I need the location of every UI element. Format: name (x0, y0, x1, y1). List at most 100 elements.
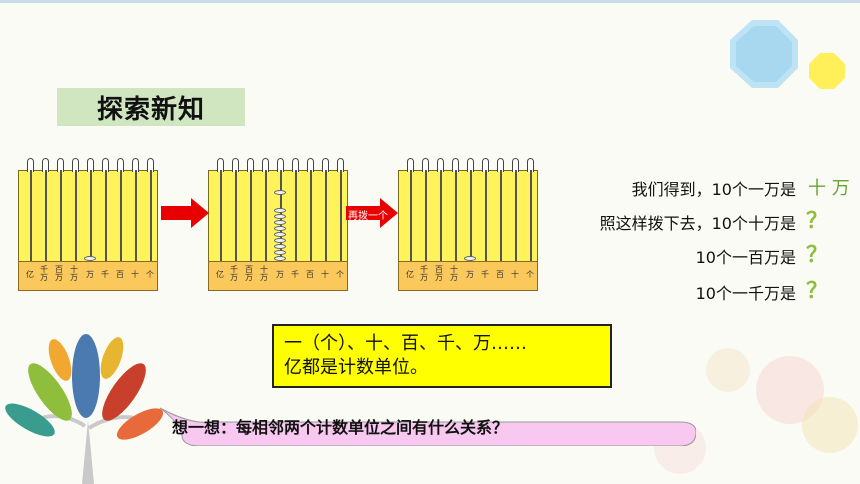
abacus-bead (274, 256, 286, 261)
rod-cap (57, 158, 64, 172)
abacus-base (398, 261, 538, 291)
summary-box: 一（个）、十、百、千、万…… 亿都是计数单位。 (272, 324, 612, 388)
think-text: 想一想：每相邻两个计数单位之间有什么关系？ (172, 418, 509, 437)
abacus-bead (274, 232, 286, 237)
rod-cap (42, 158, 49, 172)
abacus-place-label: 个 (146, 270, 154, 279)
rod-cap (87, 158, 94, 172)
rod-cap (407, 158, 414, 172)
abacus-place-label: 万 (276, 270, 284, 279)
abacus-rod (340, 170, 342, 273)
rod-cap (117, 158, 124, 172)
abacus-rod (470, 170, 472, 273)
rod-cap (422, 158, 429, 172)
abacus-place-label: 万 (466, 270, 474, 279)
abacus-rod (325, 170, 327, 273)
abacus-rod (45, 170, 47, 273)
rod-cap (337, 158, 344, 172)
abacus-place-label: 千 (291, 270, 299, 279)
rod-cap (102, 158, 109, 172)
abacus-place-label: 百万 (245, 265, 253, 282)
abacus-rod (530, 170, 532, 273)
question-mark-4: ？ (806, 279, 829, 304)
abacus-place-label: 百 (306, 270, 314, 279)
rod-cap (482, 158, 489, 172)
arrow-right-2 (346, 198, 398, 228)
rod-cap (232, 158, 239, 172)
abacus-place-label: 十万 (260, 265, 268, 282)
abacus-rod (295, 170, 297, 273)
abacus-rod (440, 170, 442, 273)
rod-cap (277, 158, 284, 172)
decorative-polygon-blue (730, 20, 798, 88)
rod-cap (147, 158, 154, 172)
abacus-place-label: 十 (131, 270, 139, 279)
rod-cap (452, 158, 459, 172)
top-border (0, 0, 860, 3)
abacus-base (208, 261, 348, 291)
abacus-place-label: 个 (336, 270, 344, 279)
abacus-place-label: 个 (526, 270, 534, 279)
abacus-place-label: 百 (116, 270, 124, 279)
summary-line-2: 亿都是计数单位。 (284, 357, 428, 378)
abacus-bead (464, 256, 476, 261)
abacus-1: 亿千万百万十万万千百十个 (18, 158, 158, 291)
abacus-place-label: 千万 (40, 265, 48, 282)
abacus-place-label: 十 (321, 270, 329, 279)
abacus-place-label: 十 (511, 270, 519, 279)
rod-cap (217, 158, 224, 172)
abacus-place-label: 千 (481, 270, 489, 279)
abacus-bead (274, 214, 286, 219)
abacus-place-label: 亿 (26, 270, 34, 279)
rod-cap (262, 158, 269, 172)
abacus-rod (455, 170, 457, 273)
rod-cap (292, 158, 299, 172)
question-4: 10个一千万是 (695, 284, 796, 303)
abacus-rod (135, 170, 137, 273)
abacus-rod (250, 170, 252, 273)
abacus-bead (274, 220, 286, 225)
abacus-rod (60, 170, 62, 273)
abacus-rod (425, 170, 427, 273)
summary-line-1: 一（个）、十、百、千、万…… (284, 333, 527, 354)
section-title: 探索新知 (57, 88, 245, 126)
abacus-rod (90, 170, 92, 273)
abacus-bead (274, 238, 286, 243)
question-2: 照这样拨下去，10个十万是 (599, 214, 796, 233)
rod-cap (512, 158, 519, 172)
abacus-place-label: 千万 (420, 265, 428, 282)
question-3: 10个一百万是 (695, 248, 796, 267)
abacus-rod (105, 170, 107, 273)
arrow-right-1 (161, 198, 209, 228)
abacus-place-label: 亿 (216, 270, 224, 279)
rod-cap (27, 158, 34, 172)
abacus-rod (75, 170, 77, 273)
rod-cap (497, 158, 504, 172)
abacus-rod (485, 170, 487, 273)
abacus-bead (274, 190, 286, 195)
abacus-bead (274, 250, 286, 255)
abacus-place-label: 百万 (435, 265, 443, 282)
abacus-place-label: 百万 (55, 265, 63, 282)
abacus-rod (220, 170, 222, 273)
abacus-place-label: 百 (496, 270, 504, 279)
abacus-rod (515, 170, 517, 273)
abacus-rod (310, 170, 312, 273)
abacus-bead (274, 244, 286, 249)
abacus-rod (30, 170, 32, 273)
abacus-rod (410, 170, 412, 273)
rod-cap (247, 158, 254, 172)
question-mark-2: ？ (806, 209, 829, 234)
abacus-rod (235, 170, 237, 273)
abacus-base (18, 261, 158, 291)
abacus-2: 亿千万百万十万万千百十个 (208, 158, 348, 291)
abacus-bead (84, 256, 96, 261)
abacus-place-label: 千万 (230, 265, 238, 282)
abacus-bead (274, 226, 286, 231)
abacus-place-label: 万 (86, 270, 94, 279)
abacus-rod (500, 170, 502, 273)
question-1: 我们得到，10个一万是 (631, 180, 796, 199)
rod-cap (132, 158, 139, 172)
abacus-3: 亿千万百万十万万千百十个 (398, 158, 538, 291)
rod-cap (437, 158, 444, 172)
